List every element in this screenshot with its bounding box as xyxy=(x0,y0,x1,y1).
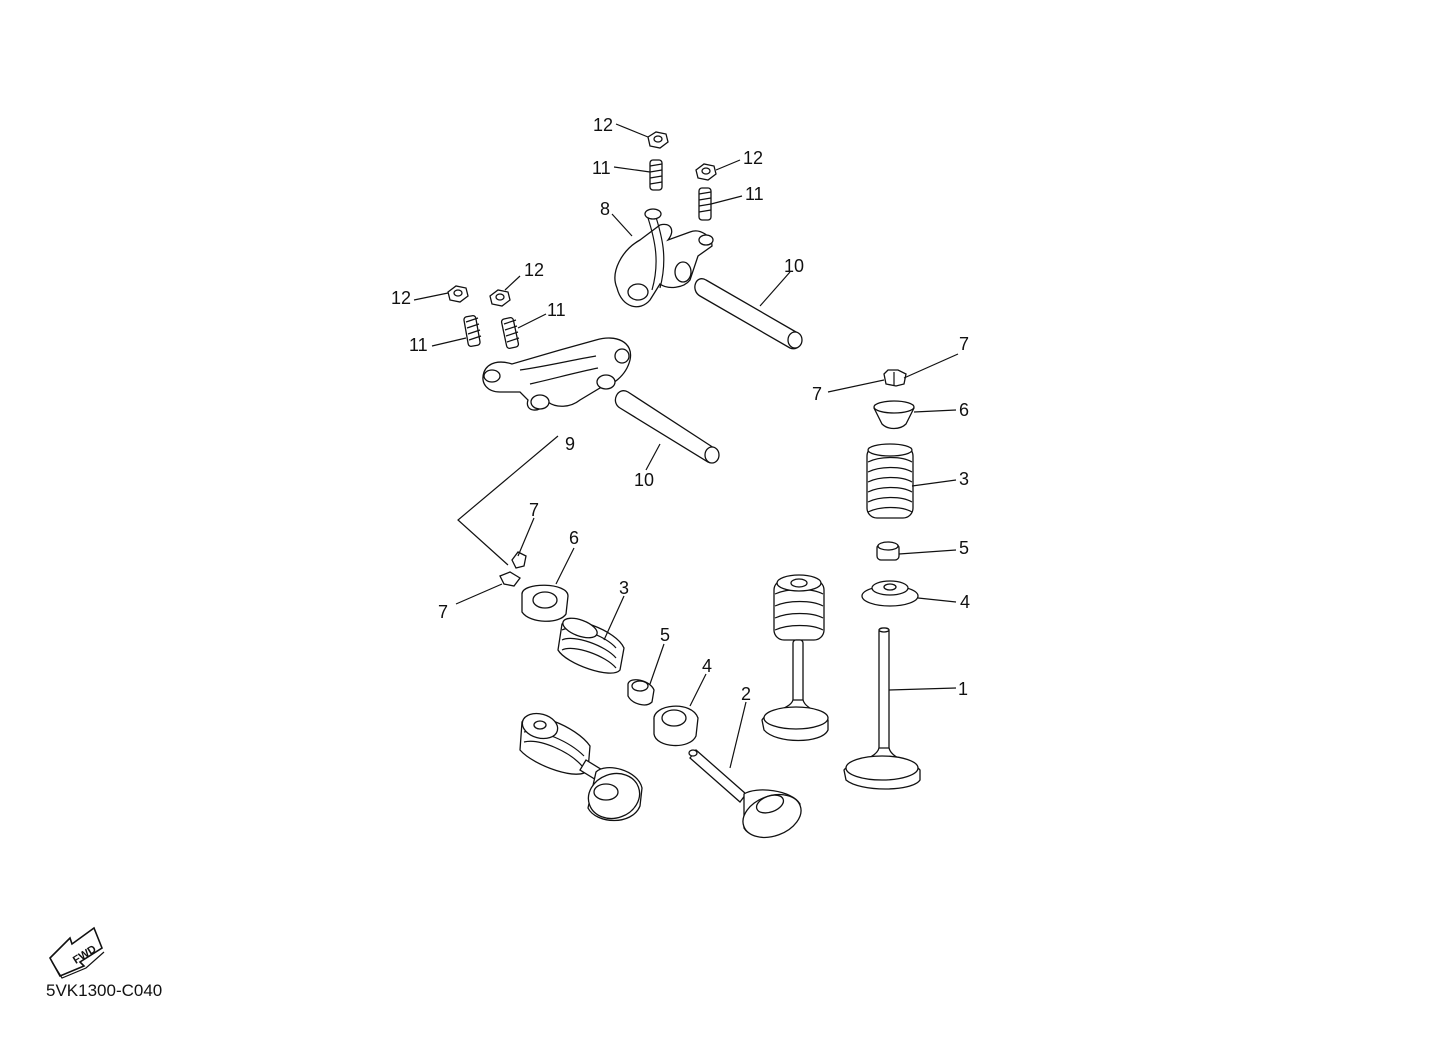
callout-1: 1 xyxy=(958,679,968,699)
valve-spring-right xyxy=(866,443,914,519)
callout-12: 12 xyxy=(743,148,763,168)
adjusting-screw-upper-center xyxy=(649,159,663,191)
callout-12: 12 xyxy=(391,288,411,308)
callout-12: 12 xyxy=(524,260,544,280)
callout-2: 2 xyxy=(741,684,751,704)
callout-7: 7 xyxy=(959,334,969,354)
callout-5: 5 xyxy=(660,625,670,645)
rocker-arm-lower xyxy=(482,337,632,411)
callout-8: 8 xyxy=(600,199,610,219)
callout-11: 11 xyxy=(409,335,428,355)
adjusting-nut-upper-right xyxy=(695,163,717,181)
callout-3: 3 xyxy=(619,578,629,598)
callout-11: 11 xyxy=(592,158,611,178)
leader-lines xyxy=(413,123,959,769)
callout-4: 4 xyxy=(960,592,970,612)
valve-spring-seat-left xyxy=(653,705,699,747)
callout-3: 3 xyxy=(959,469,969,489)
valve-spring-retainer-right xyxy=(873,400,915,430)
callout-12: 12 xyxy=(593,115,613,135)
adjusting-nut-lower-right xyxy=(489,289,511,307)
rocker-arm-upper xyxy=(614,208,714,308)
valve-cotter-right xyxy=(883,369,907,387)
callout-bracket-9 xyxy=(457,435,559,566)
callout-9: 9 xyxy=(565,434,575,454)
callout-11: 11 xyxy=(547,300,566,320)
diagram-code: 5VK1300-C040 xyxy=(46,981,162,1000)
valve-spring-seat-right xyxy=(861,580,919,607)
intake-valve xyxy=(688,749,802,839)
callouts: 12 11 12 11 8 10 12 12 11 11 9 10 7 7 6 … xyxy=(391,115,970,704)
intake-valve-assembly-right xyxy=(761,574,829,742)
valve-stem-seal-right xyxy=(876,541,900,561)
adjusting-screw-lower-left xyxy=(463,315,482,347)
callout-7: 7 xyxy=(529,500,539,520)
adjusting-screw-upper-right xyxy=(698,187,712,221)
callout-10: 10 xyxy=(634,470,654,490)
forward-direction-arrow-icon: FWD xyxy=(49,926,105,979)
callout-6: 6 xyxy=(959,400,969,420)
callout-7: 7 xyxy=(812,384,822,404)
exhaust-valve-assembly-left xyxy=(519,712,643,821)
callout-11: 11 xyxy=(745,184,764,204)
valve-spring-left xyxy=(557,617,625,674)
valve-spring-retainer-left xyxy=(521,584,569,622)
exhaust-valve xyxy=(843,627,921,790)
callout-5: 5 xyxy=(959,538,969,558)
valve-cotter-left-upper xyxy=(511,551,527,569)
callout-10: 10 xyxy=(784,256,804,276)
callout-6: 6 xyxy=(569,528,579,548)
adjusting-screw-lower-right xyxy=(500,316,520,350)
rocker-shaft-upper xyxy=(694,278,803,350)
adjusting-nut-lower-left xyxy=(447,285,469,303)
rocker-shaft-lower xyxy=(614,390,720,464)
valve-stem-seal-left xyxy=(627,679,655,706)
callout-4: 4 xyxy=(702,656,712,676)
callout-7: 7 xyxy=(438,602,448,622)
valve-cotter-left-lower xyxy=(499,571,521,587)
adjusting-nut-upper-center xyxy=(647,131,669,149)
